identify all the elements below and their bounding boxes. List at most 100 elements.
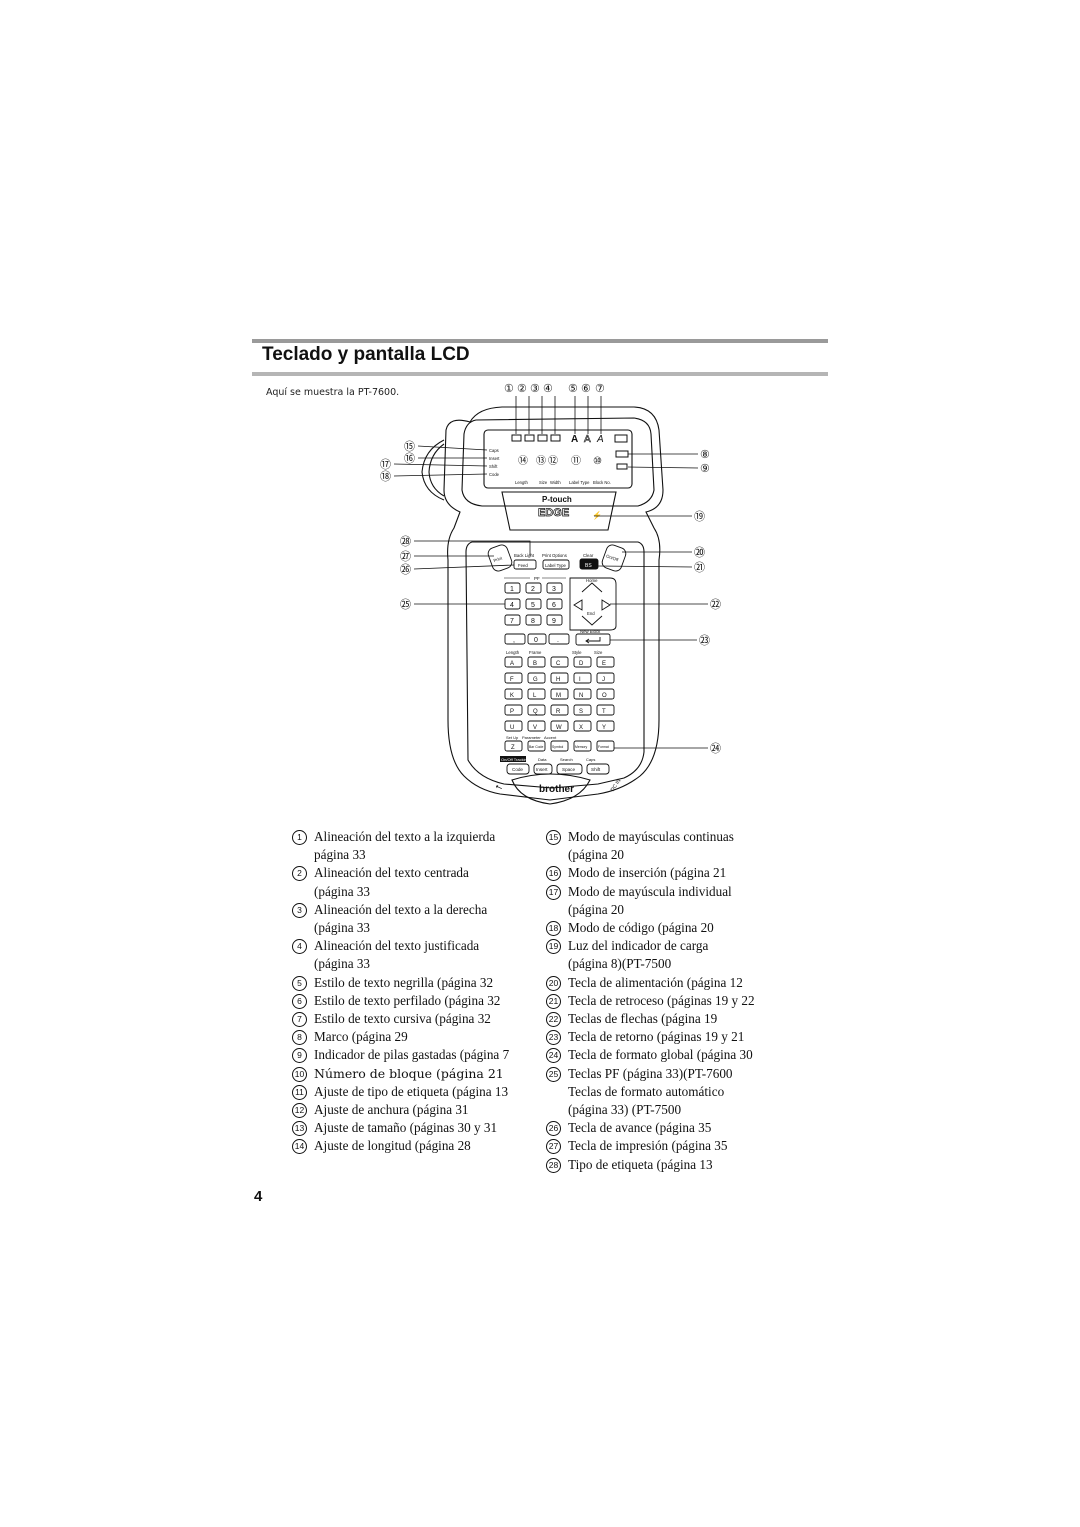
key-n: N <box>579 693 583 699</box>
lcd-callout-12: ⑫ <box>548 455 558 467</box>
legend-text-cont: (página 33 <box>314 883 371 899</box>
key-m: M <box>556 693 561 699</box>
legend-text: Ajuste de longitud (página 28 <box>314 1138 471 1154</box>
legend-number: 16 <box>546 866 561 882</box>
style-outline-icon: A <box>584 434 591 445</box>
print-options-label: Print Options <box>542 553 567 558</box>
label-type-key <box>542 559 570 570</box>
section-title: Teclado y pantalla LCD <box>262 344 470 365</box>
end-label: End <box>587 611 595 616</box>
legend-number: 24 <box>546 1048 561 1064</box>
key-b: B <box>533 661 537 667</box>
key-v: V <box>533 725 537 731</box>
charge-light-icon: ⚡ <box>592 510 602 520</box>
key-a: A <box>510 661 514 667</box>
legend-text: Marco (página 29 <box>314 1029 408 1045</box>
key-z: Z <box>511 745 515 751</box>
modifier-keys <box>506 763 610 775</box>
legend-text: Estilo de texto negrilla (página 32 <box>314 974 494 990</box>
legend-number: 6 <box>292 993 307 1009</box>
length-label: Length <box>506 650 520 655</box>
arrow-down-icon <box>581 615 603 626</box>
legend-number: 21 <box>546 993 561 1009</box>
page-number: 4 <box>254 1188 263 1205</box>
legend-number: 2 <box>292 866 307 882</box>
lcd-label-size: Size <box>539 480 548 485</box>
arrow-up-icon <box>581 582 603 593</box>
title-rule-top <box>252 339 828 343</box>
lcd-callout-14: ⑭ <box>518 455 528 467</box>
legend-text: Teclas PF (página 33)(PT-7600 <box>568 1065 733 1081</box>
key-7: 7 <box>510 618 514 625</box>
legend-text-cont: (página 8)(PT-7500 <box>568 956 672 972</box>
key-1: 1 <box>510 586 514 593</box>
callout-8: ⑧ <box>700 449 710 461</box>
callout-16: ⑯ <box>404 452 415 465</box>
lcd-screen: A A A <box>511 434 629 470</box>
key-x: X <box>579 725 583 731</box>
insert-key: Insert <box>536 767 548 772</box>
lcd-label-width: Width <box>550 480 561 485</box>
callout-7: ⑦ <box>595 383 605 395</box>
callout-6: ⑥ <box>581 383 591 395</box>
callout-4: ④ <box>543 383 553 395</box>
legend-number: 9 <box>292 1048 307 1064</box>
logo-p-touch: P-touch <box>542 495 572 504</box>
key-3: 3 <box>552 586 556 593</box>
legend-number: 7 <box>292 1012 307 1028</box>
legend-text-cont: (página 33) (PT-7500 <box>568 1102 682 1118</box>
legend-text: Tipo de etiqueta (página 13 <box>568 1156 713 1172</box>
legend-item-16: 16 Modo de inserción (página 21 <box>546 864 786 882</box>
legend-text: Tecla de retorno (páginas 19 y 21 <box>568 1029 745 1045</box>
accent-label: Accent <box>544 735 557 740</box>
legend-text: Ajuste de tamaño (páginas 30 y 31 <box>314 1120 498 1136</box>
key-t: T <box>602 709 606 715</box>
legend-item-23: 23 Tecla de retorno (páginas 19 y 21 <box>546 1028 786 1046</box>
legend-text: Alineación del texto justificada <box>314 938 480 954</box>
callout-23: ㉓ <box>699 634 710 647</box>
return-icon <box>585 637 601 644</box>
legend-number: 14 <box>292 1139 307 1155</box>
legend-text: Ajuste de anchura (página 31 <box>314 1102 469 1118</box>
legend-text: Tecla de alimentación (página 12 <box>568 974 743 990</box>
callout-1: ① <box>504 383 514 395</box>
legend-number: 25 <box>546 1066 561 1082</box>
legend-text: Tecla de retroceso (páginas 19 y 22 <box>568 992 755 1008</box>
device-body <box>421 406 664 805</box>
legend-number: 23 <box>546 1030 561 1046</box>
key-6: 6 <box>552 602 556 609</box>
key-4: 4 <box>510 602 514 609</box>
lcd-indicator-code: Code <box>489 472 500 477</box>
key-h: H <box>556 677 560 683</box>
space-key: Space <box>562 767 575 772</box>
legend-number: 10 <box>292 1066 307 1082</box>
return-key <box>575 633 611 646</box>
home-label: Home <box>586 578 598 583</box>
legend-number: 8 <box>292 1030 307 1046</box>
style-italic-icon: A <box>596 434 604 445</box>
battery-icon <box>616 463 628 470</box>
legend-text-cont: (página 20 <box>568 847 625 863</box>
frame-indicator <box>615 450 629 458</box>
brand-logo: brother <box>539 784 574 795</box>
legend-text-cont: Teclas de formato automático <box>568 1083 725 1099</box>
clear-label: Clear <box>583 553 594 558</box>
lcd-indicator-caps: Caps <box>489 448 499 453</box>
key-p: P <box>510 709 514 715</box>
code-key: Code <box>512 767 523 772</box>
legend-text: Modo de mayúscula individual <box>568 883 732 899</box>
legend-text-cont: (página 33 <box>314 956 371 972</box>
legend-number: 15 <box>546 830 561 845</box>
callout-18: ⑱ <box>380 470 391 483</box>
legend-text: Modo de inserción (página 21 <box>568 865 727 881</box>
